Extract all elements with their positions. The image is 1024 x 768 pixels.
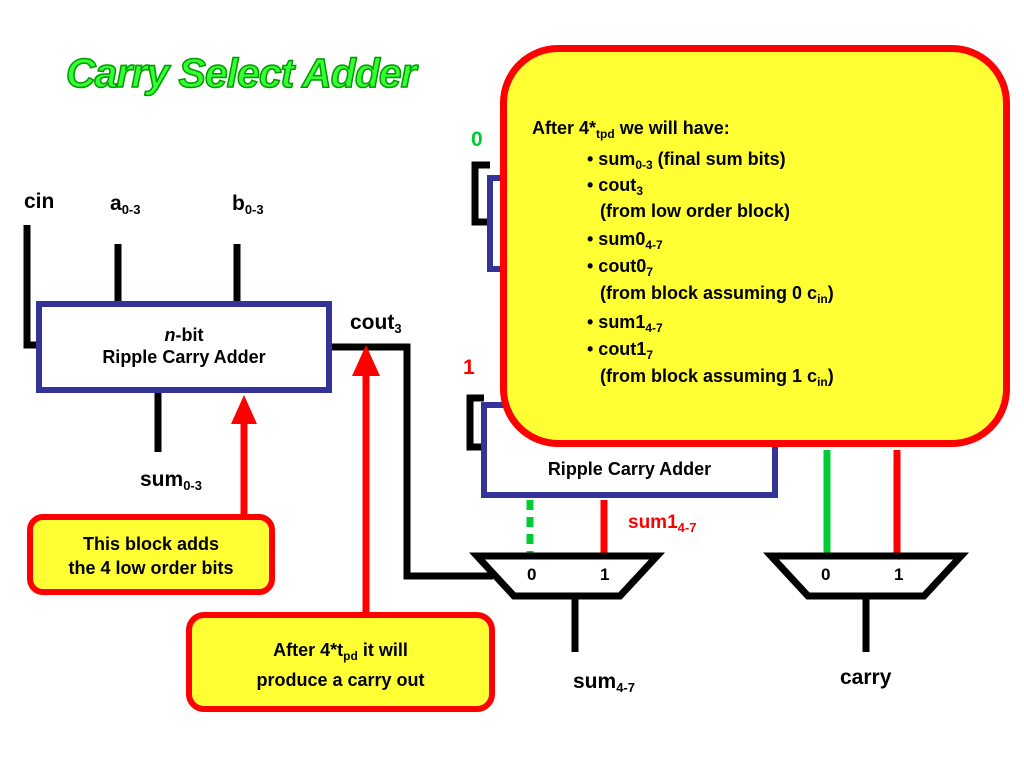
carry-mux-in1: 1 [894,565,904,584]
select-zero-label: 0 [471,128,483,151]
big-callout-item-6: • sum14-7 [587,312,663,335]
big-callout-item-5: (from block assuming 0 cin) [600,283,834,306]
big-callout-item-7: • cout17 [587,339,653,362]
sum47-label: sum4-7 [573,670,635,695]
big-callout: After 4*tpd we will have: • sum0-3 (fina… [500,45,1010,447]
cin-wire [23,225,40,349]
big-callout-item-1: • cout3 [587,175,643,198]
sum-mux-in0: 0 [527,565,537,584]
arrow-carry-out [352,345,380,620]
cout3-wire [330,343,493,580]
carry-label: carry [840,666,892,689]
callout-carry-out: After 4*tpd it will produce a carry out [186,612,495,712]
big-callout-item-8: (from block assuming 1 cin) [600,366,834,389]
low-order-adder-block: n-bit Ripple Carry Adder [36,301,332,393]
big-callout-item-0: • sum0-3 (final sum bits) [587,149,786,172]
callout-carry-text: After 4*tpd it will produce a carry out [256,640,425,690]
b-label: b0-3 [232,192,264,217]
cin-label: cin [24,190,55,213]
low-block-line2: Ripple Carry Adder [102,347,266,367]
sum-mux-in1: 1 [600,565,610,584]
big-callout-item-3: • sum04-7 [587,229,663,252]
carry-mux-in0: 0 [821,565,831,584]
page-title: Carry Select Adder [65,49,417,97]
sum1-label: sum14-7 [628,512,697,535]
arrow-low-block [231,395,257,522]
select1-input-wire [466,394,484,451]
select0-input-wire [471,161,490,226]
low-block-label: n-bit Ripple Carry Adder [42,307,326,368]
select-one-label: 1 [463,356,475,379]
carry-mux [762,552,970,600]
cout3-label: cout3 [350,311,402,336]
callout-low-block: This block adds the 4 low order bits [27,514,275,595]
big-callout-header: After 4*tpd we will have: [532,118,730,141]
callout-low-text: This block adds the 4 low order bits [68,534,234,578]
low-block-line1: n-bit [164,325,204,345]
a-label: a0-3 [110,192,141,217]
big-callout-item-4: • cout07 [587,256,653,279]
sum-mux [468,552,666,600]
big-callout-item-2: (from low order block) [600,201,791,221]
high-block-1-label: Ripple Carry Adder [547,459,712,479]
sum03-label: sum0-3 [140,468,202,493]
